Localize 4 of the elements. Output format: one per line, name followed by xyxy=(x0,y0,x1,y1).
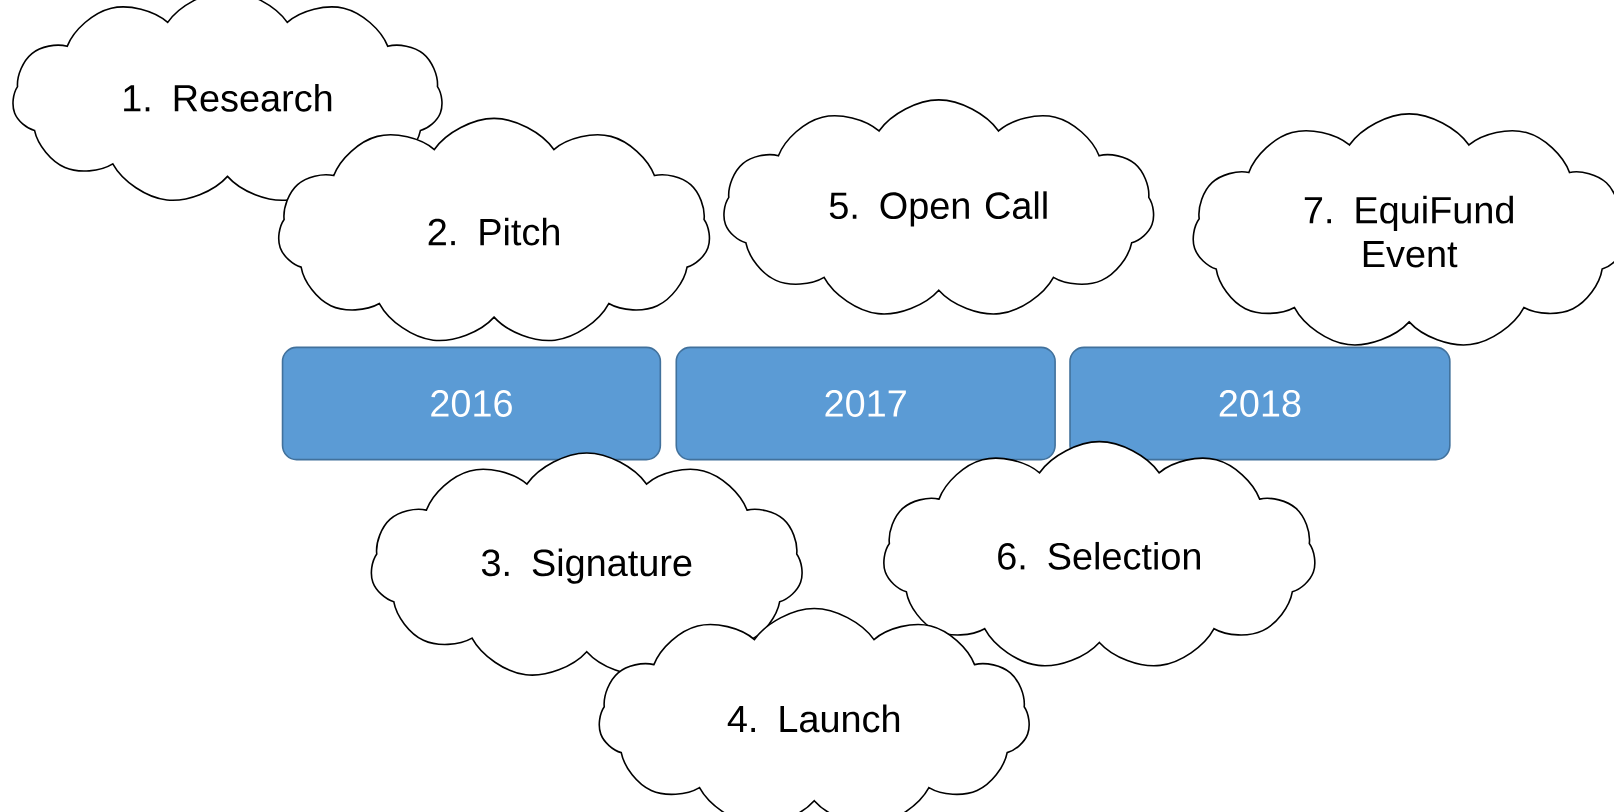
year-box: 2016 xyxy=(281,346,662,461)
year-box: 2018 xyxy=(1069,346,1451,461)
year-box: 2017 xyxy=(675,346,1056,461)
node-label: 4. Launch xyxy=(727,704,900,733)
